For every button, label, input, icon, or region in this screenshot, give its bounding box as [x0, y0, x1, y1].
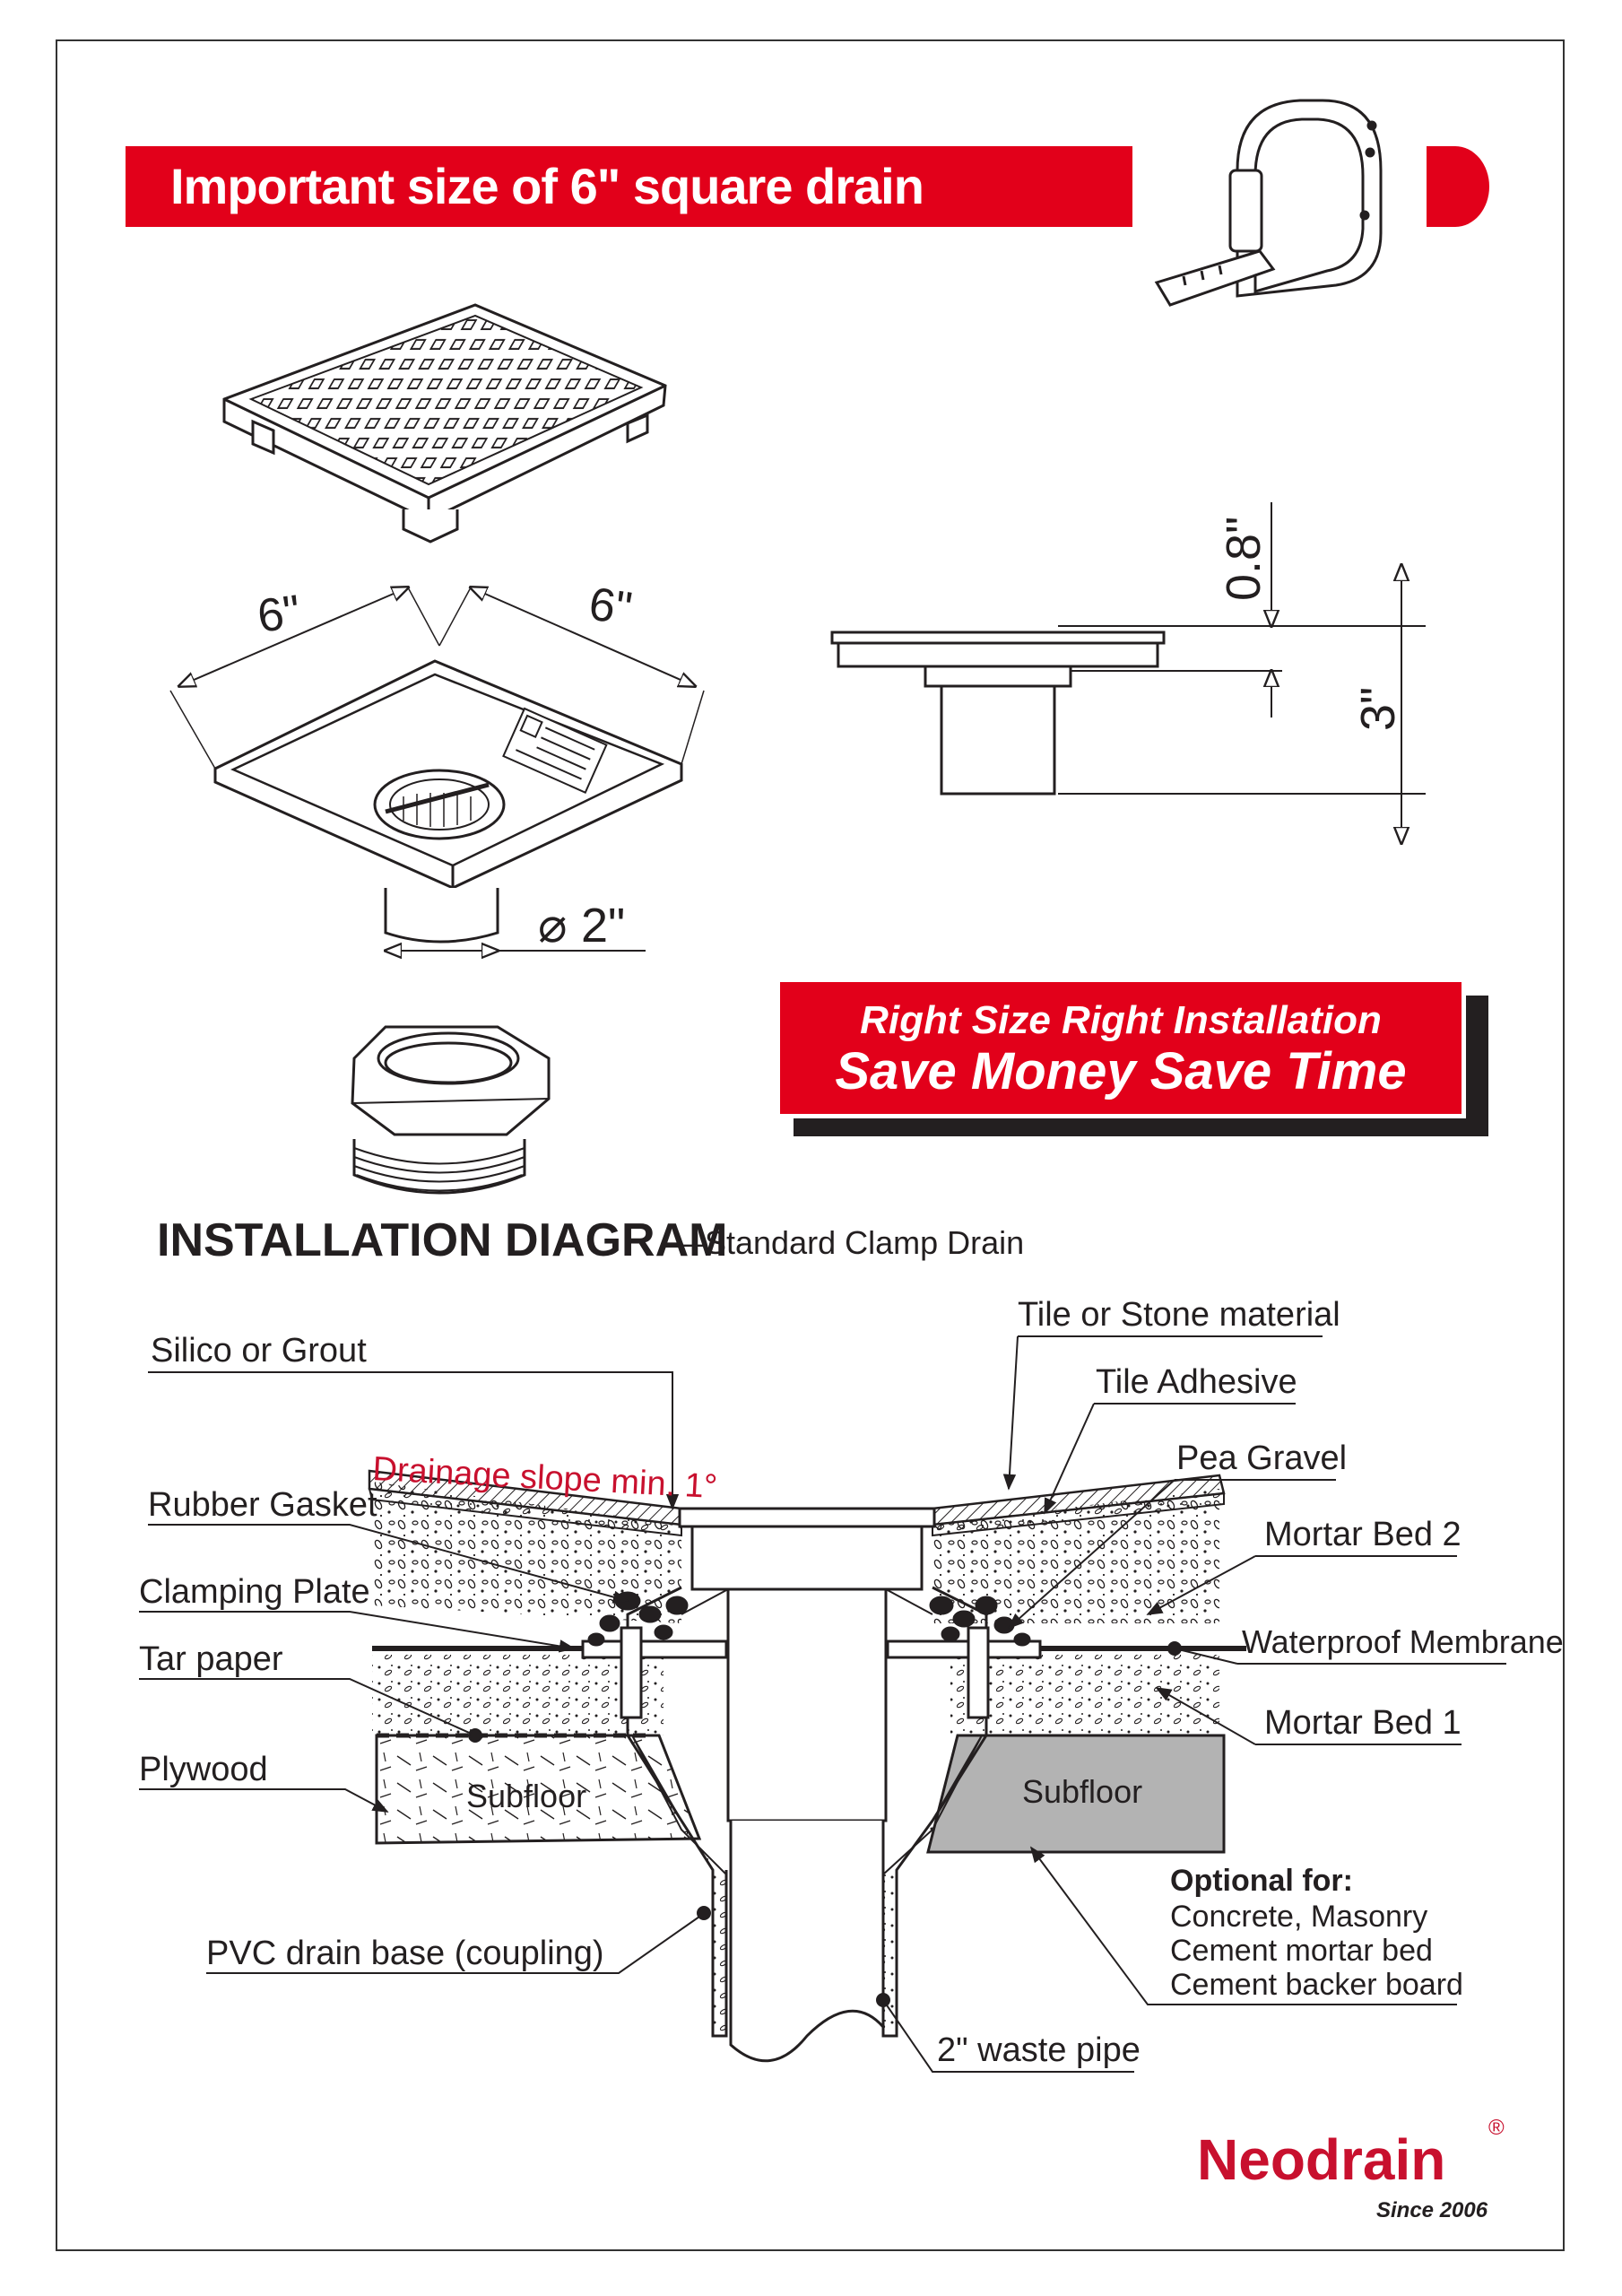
- label-pvc: PVC drain base (coupling): [206, 1935, 604, 1972]
- promo-line-2: Save Money Save Time: [835, 1042, 1407, 1100]
- label-clamping-plate: Clamping Plate: [139, 1573, 370, 1611]
- optional-title: Optional for:: [1170, 1864, 1353, 1898]
- label-tile-stone: Tile or Stone material: [1018, 1296, 1340, 1334]
- diameter-symbol: ⌀: [538, 899, 568, 952]
- label-tar-paper: Tar paper: [139, 1640, 283, 1678]
- brand-name: Neodrain: [1197, 2127, 1445, 2192]
- dimension-frame-height: 0.8": [1217, 517, 1271, 601]
- title-banner: Important size of 6" square drain: [126, 146, 1132, 227]
- brand-since: Since 2006: [1376, 2198, 1488, 2222]
- label-subfloor-left: Subfloor: [466, 1778, 586, 1814]
- callout-lines: [139, 1335, 1506, 2073]
- installation-heading: INSTALLATION DIAGRAM: [157, 1214, 727, 1266]
- label-tile-adhesive: Tile Adhesive: [1096, 1363, 1297, 1401]
- label-rubber-gasket: Rubber Gasket: [148, 1486, 377, 1524]
- promo-box: Right Size Right Installation Save Money…: [776, 978, 1466, 1118]
- promo-line-1: Right Size Right Installation: [860, 998, 1382, 1042]
- drain-body-icon: [169, 587, 705, 951]
- dimension-total-height: 3": [1351, 687, 1405, 731]
- optional-item-1: Concrete, Masonry: [1170, 1900, 1427, 1934]
- label-waterproof: Waterproof Membrane: [1242, 1623, 1564, 1660]
- dimension-side-b: 6": [585, 578, 635, 635]
- label-plate: [502, 707, 608, 794]
- hex-nut-icon: [351, 1025, 551, 1195]
- label-waste-pipe: 2" waste pipe: [937, 2031, 1141, 2069]
- brand-registered: ®: [1488, 2116, 1505, 2140]
- label-silico: Silico or Grout: [151, 1332, 367, 1370]
- page-border: [56, 39, 1565, 2251]
- label-subfloor-right: Subfloor: [1022, 1773, 1142, 1810]
- label-pea-gravel: Pea Gravel: [1176, 1439, 1347, 1477]
- square-drain-grate-icon: [222, 303, 667, 544]
- optional-item-3: Cement backer board: [1170, 1968, 1463, 2002]
- installation-cross-section: [368, 1469, 1246, 2063]
- tape-measure-icon: [1154, 99, 1383, 307]
- drain-profile-icon: [830, 502, 1426, 843]
- label-mortar-bed-1: Mortar Bed 1: [1264, 1704, 1462, 1742]
- label-plywood: Plywood: [139, 1751, 268, 1788]
- dimension-outlet: 2": [581, 899, 625, 952]
- dimension-side-a: 6": [255, 586, 304, 643]
- banner-tab: [1427, 146, 1489, 227]
- optional-item-2: Cement mortar bed: [1170, 1934, 1433, 1968]
- page-title: Important size of 6" square drain: [170, 158, 924, 214]
- label-mortar-bed-2: Mortar Bed 2: [1264, 1516, 1462, 1553]
- installation-subheading: —Standard Clamp Drain: [672, 1224, 1024, 1261]
